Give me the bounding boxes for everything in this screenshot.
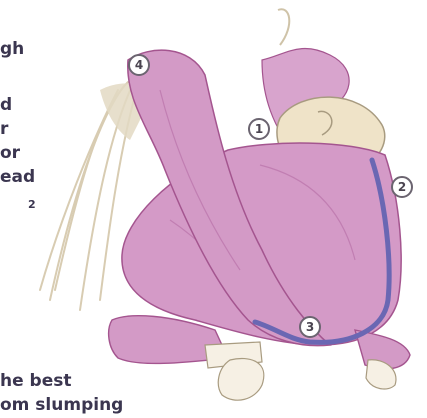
text-fragment-2: d (0, 94, 12, 116)
text-fragment-4: or (0, 142, 20, 164)
subscript-fragment: 2 (28, 198, 36, 211)
marker-1: 1 (248, 118, 270, 140)
bottom-text-1: he best (0, 370, 72, 392)
marker-4: 4 (128, 54, 150, 76)
text-fragment-3: r (0, 118, 8, 140)
text-fragment-1: gh (0, 38, 24, 60)
bottom-text-2: om slumping (0, 394, 123, 416)
marker-3: 3 (299, 316, 321, 338)
baby-foot (218, 358, 264, 400)
marker-2: 2 (391, 176, 413, 198)
text-fragment-5: ead (0, 166, 35, 188)
